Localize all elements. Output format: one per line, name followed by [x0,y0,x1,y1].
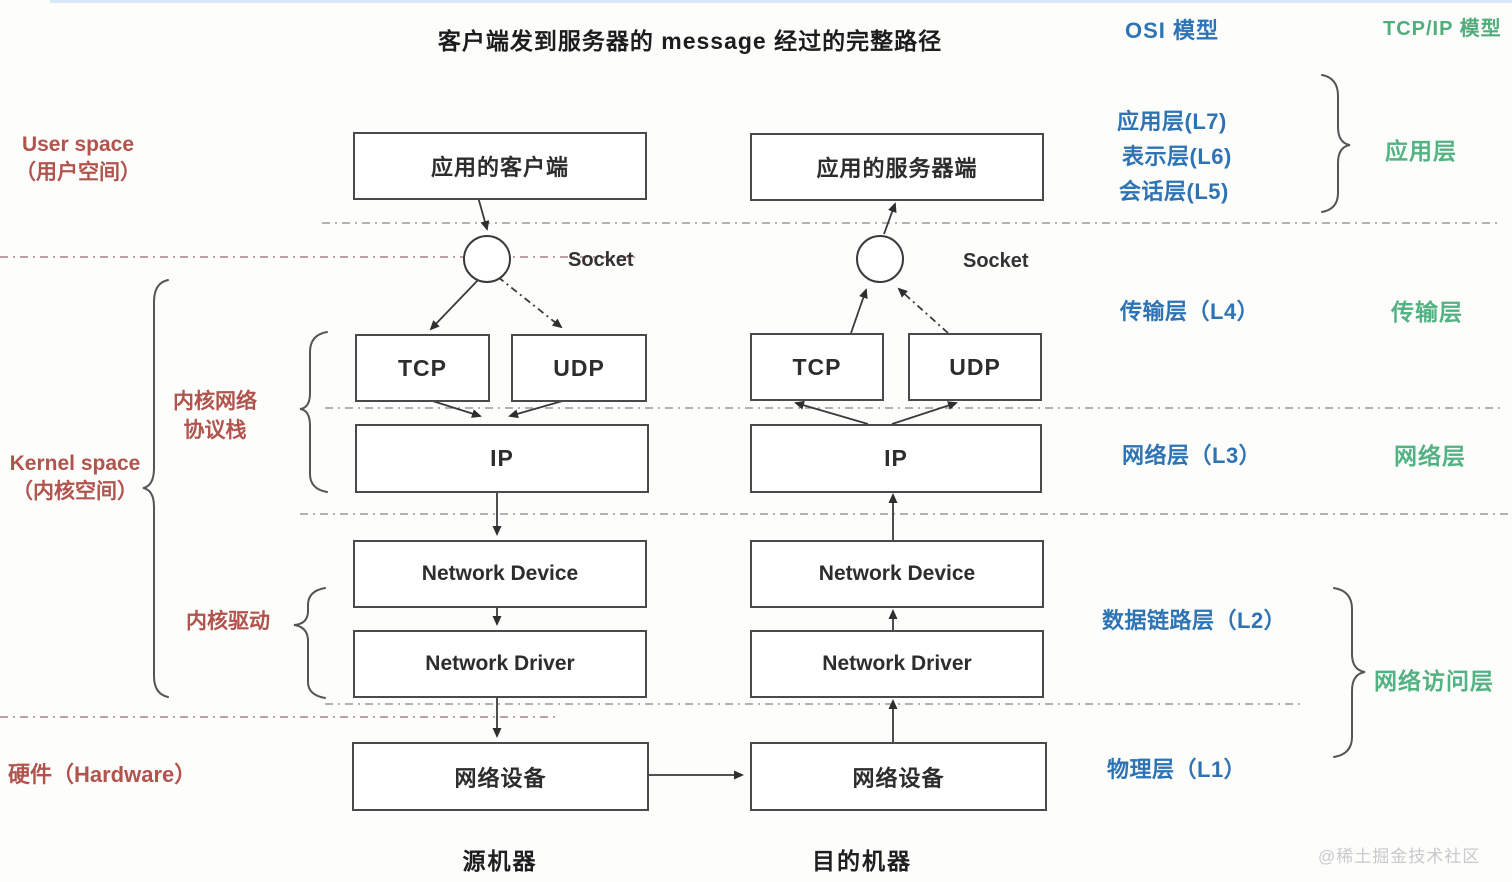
box-source-network-driver: Network Driver [353,630,647,698]
top-edge-strip [50,0,1512,3]
osi-app-group-brace [1321,74,1351,213]
user-space-zh: （用户空间） [15,161,141,184]
osi-model-header: OSI 模型 [1125,18,1220,43]
source-socket-label: Socket [568,249,634,271]
kernel-net-stack-line1: 内核网络 [173,390,257,413]
diagram-title: 客户端发到服务器的 message 经过的完整路径 [437,28,943,54]
box-dest-network-device: Network Device [750,540,1044,608]
box-source-hardware-device: 网络设备 [352,742,649,811]
box-dest-udp: UDP [908,333,1042,401]
box-source-network-device: Network Device [353,540,647,608]
box-dest-app: 应用的服务器端 [750,133,1044,201]
kernel-space-en: Kernel space [9,452,141,475]
osi-layer-l2: 数据链路层（L2） [1102,608,1287,633]
box-source-udp: UDP [511,334,647,402]
kernel-space-label: Kernel space （内核空间） [0,450,150,506]
kernel-net-stack-line2: 协议栈 [183,419,247,442]
osi-access-group-brace [1333,587,1366,758]
tcpip-layer-transport: 传输层 [1391,299,1463,325]
box-source-app: 应用的客户端 [353,132,647,200]
dest-socket-label: Socket [963,250,1029,272]
osi-layer-l5: 会话层(L5) [1119,179,1229,204]
user-space-en: User space [21,133,135,156]
dest-socket-circle [856,235,904,283]
kernel-net-stack-label: 内核网络 协议栈 [160,387,270,445]
osi-layer-l6: 表示层(L6) [1122,144,1232,169]
kernel-space-zh: （内核空间） [12,480,138,503]
source-socket-circle [463,235,511,283]
osi-layer-l3: 网络层（L3） [1122,443,1262,468]
user-space-label: User space （用户空间） [0,131,156,187]
kernel-driver-brace [293,587,326,699]
source-machine-caption: 源机器 [462,848,538,874]
box-source-tcp: TCP [355,334,490,402]
tcpip-layer-application: 应用层 [1385,138,1457,164]
osi-layer-l4: 传输层（L4） [1120,299,1260,324]
osi-layer-l7: 应用层(L7) [1117,109,1227,134]
box-source-ip: IP [355,424,649,493]
protocol-stack-brace [299,331,328,493]
box-dest-tcp: TCP [750,333,884,401]
watermark: @稀土掘金技术社区 [1318,847,1481,866]
osi-layer-l1: 物理层（L1） [1107,757,1247,782]
hardware-label: 硬件（Hardware） [8,762,197,787]
socket-circles [463,235,904,283]
tcpip-layer-network: 网络层 [1394,443,1466,469]
tcpip-layer-network-access: 网络访问层 [1374,668,1494,694]
box-dest-network-driver: Network Driver [750,630,1044,698]
tcpip-model-header: TCP/IP 模型 [1383,18,1502,40]
dest-machine-caption: 目的机器 [812,848,912,874]
kernel-driver-label: 内核驱动 [186,610,270,633]
box-dest-hardware-device: 网络设备 [750,742,1047,811]
box-dest-ip: IP [750,424,1042,493]
